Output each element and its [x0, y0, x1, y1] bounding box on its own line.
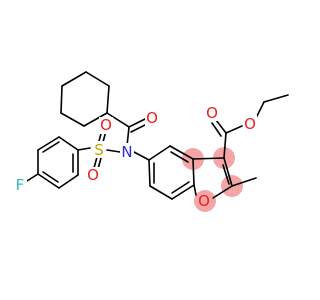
amide-oxygen-atom: O [145, 109, 159, 127]
bond [83, 112, 108, 127]
bond [37, 173, 60, 189]
bond [93, 156, 98, 169]
bond [225, 125, 243, 134]
bond [222, 164, 230, 185]
structure-drawing: N O S O O F O O O [13, 71, 289, 212]
bond [58, 174, 79, 189]
furan-oxygen-atom: O [198, 192, 210, 210]
ester-single-oxygen-label: O [244, 115, 256, 133]
bond [211, 122, 222, 137]
bond [223, 132, 227, 159]
ester-carbonyl-oxygen-atom: O [205, 104, 219, 122]
bond [231, 177, 257, 187]
sulfur-atom: S [92, 141, 106, 159]
bond [215, 119, 227, 134]
bond [192, 157, 225, 160]
sulfonyl-oxygen-top-label: O [100, 116, 112, 134]
bond [223, 157, 233, 187]
nitrogen-atom: N [120, 143, 134, 161]
atom-highlights [182, 147, 243, 212]
bond [170, 151, 189, 163]
ester-single-oxygen-atom: O [243, 115, 257, 133]
sulfonyl-oxygen-bottom-label: O [87, 166, 99, 184]
bonds [26, 71, 289, 200]
bond [255, 101, 265, 119]
bond [106, 149, 121, 153]
bond [169, 145, 194, 160]
bond [60, 112, 85, 127]
bond [171, 184, 195, 200]
bond [171, 181, 190, 194]
bond [263, 94, 289, 103]
sulfonyl-oxygen-bottom-atom: O [86, 166, 100, 184]
bond [106, 85, 110, 114]
bond [77, 147, 91, 151]
bond [192, 158, 195, 186]
bond [133, 151, 150, 161]
sulfur-label: S [94, 141, 104, 159]
molecule-canvas: N O S O O F O O O [13, 71, 289, 212]
bond [37, 136, 60, 151]
bond [148, 159, 151, 187]
bond [42, 141, 60, 153]
bond [193, 184, 197, 196]
fluorine-atom: F [13, 176, 27, 194]
sulfonyl-oxygen-top-atom: O [99, 116, 113, 134]
bond [148, 145, 171, 161]
bond [126, 126, 130, 147]
nitrogen-label: N [121, 143, 132, 161]
bond [85, 71, 110, 87]
ester-carbonyl-oxygen-label: O [206, 104, 218, 122]
highlight-o1 [194, 190, 216, 212]
bond [42, 171, 59, 183]
bond [149, 185, 173, 200]
amide-oxygen-label: O [146, 109, 158, 127]
furan-oxygen-label: O [198, 192, 210, 210]
bond [128, 117, 148, 128]
bond [60, 85, 63, 114]
bond [26, 173, 39, 182]
atom-labels: N O S O O F O O O [13, 104, 257, 210]
bond [61, 71, 87, 87]
bond [106, 112, 130, 128]
fluorine-label: F [16, 176, 25, 194]
bond [212, 185, 233, 199]
bond [58, 136, 79, 151]
